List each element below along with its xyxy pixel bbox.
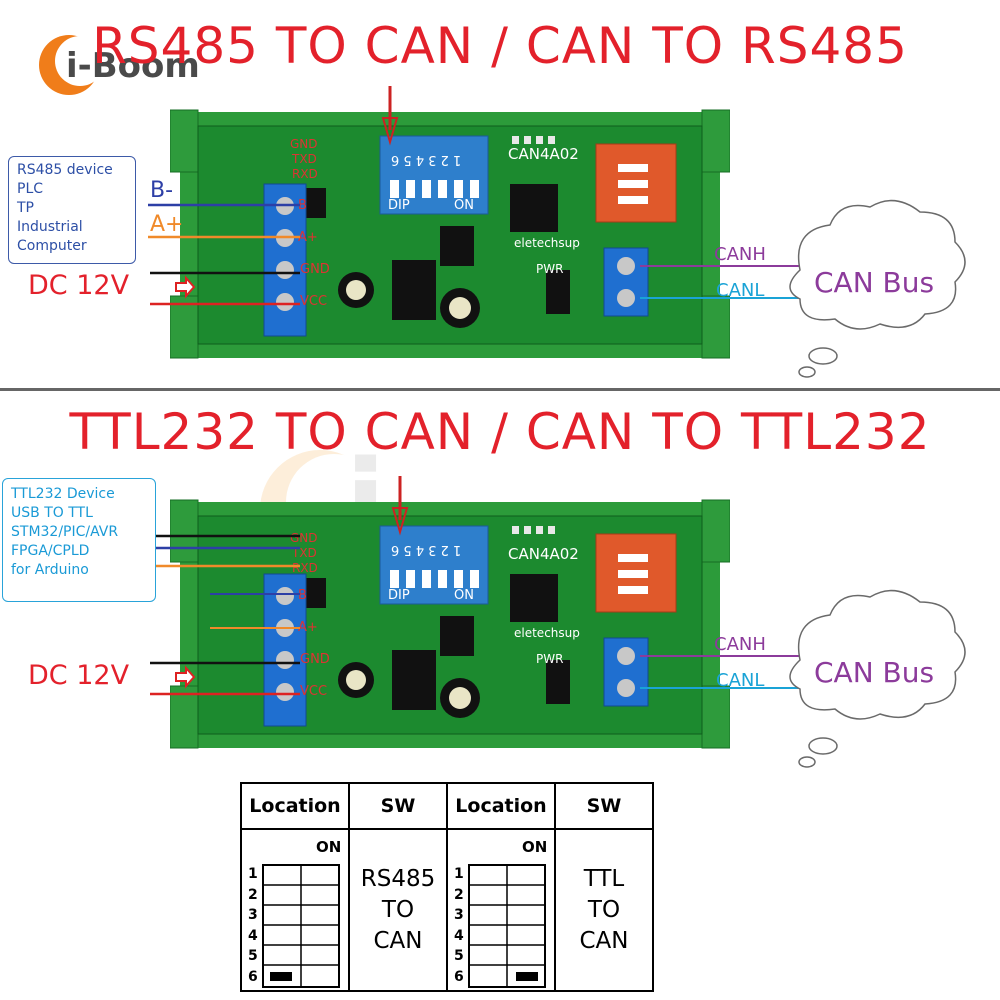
device-line: FPGA/CPLD <box>11 543 90 559</box>
device-line: Computer <box>17 238 87 254</box>
device-line: Industrial <box>17 219 83 235</box>
board2-term-gnd: GND <box>300 652 330 667</box>
section2-dc-label: DC 12V <box>28 660 130 691</box>
section2-device-box: TTL232 Device USB TO TTL STM32/PIC/AVR F… <box>2 478 156 602</box>
mode1-line: TO <box>381 896 415 923</box>
board1-term-b: B <box>298 198 307 213</box>
section1-canh: CANH <box>714 244 766 265</box>
section1-wires <box>148 86 966 378</box>
section2-title: TTL232 TO CAN / CAN TO TTL232 <box>69 403 931 461</box>
section2-canl: CANL <box>716 670 765 691</box>
device-line: PLC <box>17 181 44 197</box>
board1-term-gnd: GND <box>300 262 330 277</box>
dip2-pos: 1 <box>454 866 464 882</box>
board2-pin-gnd: GND <box>290 531 318 545</box>
can-cloud-2 <box>789 589 966 768</box>
wire-b-label: B- <box>150 178 174 203</box>
dip2-pos: 4 <box>454 927 464 944</box>
mode1-line: RS485 <box>360 865 436 892</box>
board1-term-a: A+ <box>298 230 318 245</box>
dip1-pos: 5 <box>248 948 258 964</box>
board2-pwr: PWR <box>536 652 564 666</box>
dip1-pos: 2 <box>248 886 258 903</box>
board1-pin-rxd: RXD <box>292 167 318 181</box>
sw-mode-2: TTL TO CAN <box>554 828 654 992</box>
dip1-pos: 3 <box>248 907 258 923</box>
device-line: TTL232 Device <box>11 486 115 502</box>
board-1 <box>170 109 730 359</box>
dip2-pos: 5 <box>454 948 464 964</box>
header-location-1: Location <box>240 782 350 830</box>
mode2-line: TTL <box>583 865 625 892</box>
header-sw-2: SW <box>554 782 654 830</box>
board-2 <box>170 499 730 749</box>
can-cloud-1 <box>789 199 966 378</box>
dip2-pos: 2 <box>454 886 464 903</box>
header-sw-1: SW <box>348 782 448 830</box>
section1-canl: CANL <box>716 280 765 301</box>
board1-term-vcc: VCC <box>300 294 328 309</box>
dip1-pos: 1 <box>248 866 258 882</box>
brand-logo <box>34 30 224 100</box>
board2-model: CAN4A02 <box>508 545 579 563</box>
board1-on-label: ON <box>454 198 474 213</box>
section1-dc-label: DC 12V <box>28 270 130 301</box>
logo-text: i-Boom <box>66 46 200 86</box>
board1-dip-label: DIP <box>388 198 410 213</box>
dip1-pos: 6 <box>248 968 258 985</box>
board1-brand: eletechsup <box>514 236 580 250</box>
board2-brand: eletechsup <box>514 626 580 640</box>
section2-canh: CANH <box>714 634 766 655</box>
section2-can-bus: CAN Bus <box>814 656 935 689</box>
board2-term-b: B <box>298 588 307 603</box>
section1-device-box: RS485 device PLC TP Industrial Computer <box>8 156 136 264</box>
board2-term-vcc: VCC <box>300 684 328 699</box>
mode2-line: CAN <box>579 927 629 954</box>
board1-model: CAN4A02 <box>508 145 579 163</box>
section2-wires <box>150 476 966 768</box>
device-line: TP <box>17 200 34 216</box>
sw-mode-1: RS485 TO CAN <box>348 828 448 992</box>
device-line: USB TO TTL <box>11 505 93 521</box>
dip-diagram-2: ON 1 2 3 4 5 6 <box>446 828 556 992</box>
dip-diagram-1: ON 1 2 3 4 5 6 <box>240 828 350 992</box>
wire-a-label: A+ <box>150 212 184 237</box>
dip1-on: ON <box>316 838 342 856</box>
board2-pin-txd: TXD <box>292 546 317 560</box>
board1-pwr: PWR <box>536 262 564 276</box>
board1-pin-gnd: GND <box>290 137 318 151</box>
section-divider <box>0 388 1000 391</box>
switch-table: Location SW Location SW ON 1 2 3 4 5 6 <box>240 782 654 992</box>
board2-dip-label: DIP <box>388 588 410 603</box>
device-line: STM32/PIC/AVR <box>11 524 119 540</box>
section1-can-bus: CAN Bus <box>814 266 935 299</box>
board1-pin-txd: TXD <box>292 152 317 166</box>
header-location-2: Location <box>446 782 556 830</box>
board2-on-label: ON <box>454 588 474 603</box>
dip2-pos: 3 <box>454 907 464 923</box>
device-line: for Arduino <box>11 562 89 578</box>
mode1-line: CAN <box>373 927 423 954</box>
dip1-pos: 4 <box>248 927 258 944</box>
dip2-pos: 6 <box>454 968 464 985</box>
board2-pin-rxd: RXD <box>292 561 318 575</box>
section1-title: RS485 TO CAN / CAN TO RS485 <box>92 17 908 75</box>
device-line: RS485 device <box>17 162 113 178</box>
mode2-line: TO <box>587 896 621 923</box>
board2-term-a: A+ <box>298 620 318 635</box>
dip2-on: ON <box>522 838 548 856</box>
